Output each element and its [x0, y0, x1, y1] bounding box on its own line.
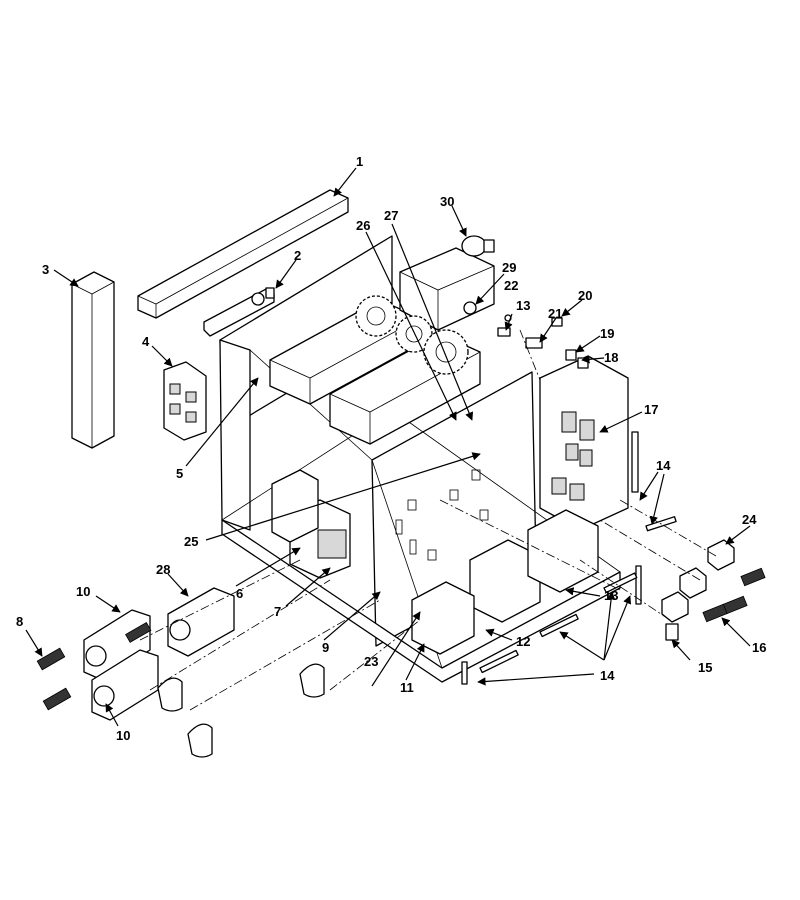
- spring-connectors: [36, 621, 152, 711]
- callout-12: 12: [516, 634, 530, 649]
- callout-13-upper: 13: [516, 298, 530, 313]
- inner-transformer-assembly: [271, 469, 351, 579]
- callout-23: 23: [364, 654, 378, 669]
- callout-26: 26: [356, 218, 370, 233]
- control-board-panel: [539, 355, 629, 531]
- callout-8: 8: [16, 614, 23, 629]
- callout-21: 21: [548, 306, 562, 321]
- callout-10-lower: 10: [116, 728, 130, 743]
- callout-15: 15: [698, 660, 712, 675]
- callout-18: 18: [604, 350, 618, 365]
- callout-20: 20: [578, 288, 592, 303]
- callout-3: 3: [42, 262, 49, 277]
- capacitor-lower: [91, 649, 159, 721]
- callout-5: 5: [176, 466, 183, 481]
- callout-22: 22: [504, 278, 518, 293]
- callout-1: 1: [356, 154, 363, 169]
- callout-16: 16: [752, 640, 766, 655]
- callout-14-bottom: 14: [600, 668, 615, 683]
- lamp-bulb: [461, 235, 495, 257]
- callout-30: 30: [440, 194, 454, 209]
- switch-bracket: [203, 287, 275, 337]
- callout-17: 17: [644, 402, 658, 417]
- small-hardware: [497, 314, 589, 369]
- callout-24: 24: [742, 512, 757, 527]
- callout-7: 7: [274, 604, 281, 619]
- wire-connectors-right: [661, 539, 766, 641]
- center-transformers: [411, 509, 599, 655]
- callout-6: 6: [236, 586, 243, 601]
- callout-19: 19: [600, 326, 614, 341]
- capacitor-28: [167, 587, 235, 657]
- callout-28: 28: [156, 562, 170, 577]
- side-cover-panel: [71, 271, 115, 449]
- callout-25: 25: [184, 534, 198, 549]
- motor-box: [399, 247, 495, 331]
- callout-13-lower: 13: [604, 588, 618, 603]
- callout-29: 29: [502, 260, 516, 275]
- callout-10-upper: 10: [76, 584, 90, 599]
- callout-14-right: 14: [656, 458, 671, 473]
- capacitor-upper: [83, 609, 151, 681]
- assembly-guide-lines: [139, 329, 717, 711]
- callout-27: 27: [384, 208, 398, 223]
- callout-2: 2: [294, 248, 301, 263]
- callout-labels: 1 2 3 4 5 6 7 8 9 10 10 11 12 13 13 14 1…: [16, 154, 766, 743]
- terminal-block: [163, 361, 207, 441]
- capacitor-straps: [157, 663, 325, 758]
- top-cover-panel: [137, 189, 349, 319]
- leader-arrows: [25, 167, 751, 727]
- sprocket-gears: [355, 295, 469, 375]
- callout-11: 11: [400, 680, 414, 695]
- callout-9: 9: [322, 640, 329, 655]
- callout-4: 4: [142, 334, 150, 349]
- main-cabinet: [219, 235, 621, 683]
